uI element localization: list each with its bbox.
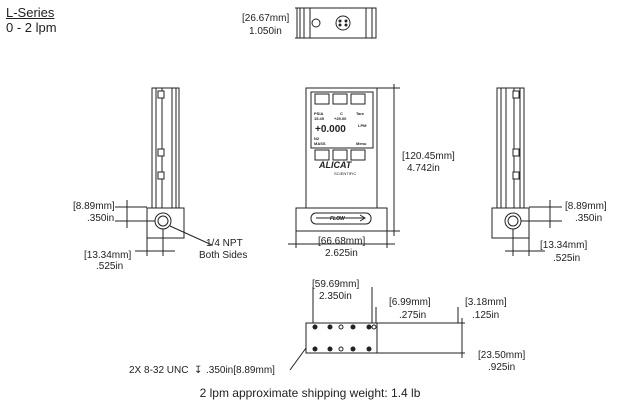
display-psia-label: PSIA <box>314 111 323 116</box>
base-span-mm: [59.69mm] <box>312 279 359 290</box>
right-side-view <box>491 87 562 256</box>
button-bottom-1[interactable] <box>314 149 330 161</box>
button-top-2[interactable] <box>332 93 348 105</box>
base-hole-in: .275in <box>399 310 426 321</box>
mount-hole-1 <box>338 324 344 330</box>
display-flow-value: +0.000 <box>315 124 346 135</box>
npt-note-line2: Both Sides <box>199 250 247 261</box>
right-port-in: .350in <box>575 213 602 224</box>
button-top-3[interactable] <box>350 93 366 105</box>
display-mode: MASS <box>314 141 326 146</box>
connector-icon <box>335 15 351 31</box>
top-view <box>295 7 377 39</box>
flow-range: 0 - 2 lpm <box>6 20 57 35</box>
left-port-mm: [8.89mm] <box>73 201 115 212</box>
display-unit: LPM <box>358 123 367 128</box>
base-edge-mm: [3.18mm] <box>465 297 507 308</box>
base-hole-mm: [6.99mm] <box>389 297 431 308</box>
series-header: L-Series 0 - 2 lpm <box>6 5 57 35</box>
left-side-view <box>115 87 213 256</box>
height-mm: [120.45mm] <box>402 151 455 162</box>
width-mm: [66.68mm] <box>318 236 365 247</box>
shipping-weight: 2 lpm approximate shipping weight: 1.4 l… <box>199 386 421 400</box>
button-top-1[interactable] <box>314 93 330 105</box>
display-readout: PSIA 15.45 C +25.00 Tare +0.000 LPM N2 M… <box>314 111 367 146</box>
button-bottom-3[interactable] <box>350 149 366 161</box>
mount-hole-2 <box>338 346 344 352</box>
brand-logo: ALICAT <box>318 160 353 170</box>
front-view <box>288 84 400 248</box>
depth-symbol-icon: ↧ <box>194 365 202 376</box>
right-low-mm: [13.34mm] <box>540 240 587 251</box>
thread-depth: .350in[8.89mm] <box>206 365 275 376</box>
thread-callout: 2X 8-32 UNC <box>129 365 188 376</box>
height-in: 4.742in <box>407 163 440 174</box>
display-menu: Menu <box>356 141 367 146</box>
display-gas: N2 <box>314 136 320 141</box>
base-depth-in: .925in <box>488 362 515 373</box>
display-psia-value: 15.45 <box>314 116 325 121</box>
left-low-in: .525in <box>96 261 123 272</box>
left-low-mm: [13.34mm] <box>84 250 131 261</box>
top-depth-mm: [26.67mm] <box>242 13 289 24</box>
base-span-in: 2.350in <box>319 291 352 302</box>
bottom-view <box>289 287 465 371</box>
width-in: 2.625in <box>325 248 358 259</box>
brand-sub: SCIENTIFIC <box>334 171 356 176</box>
right-low-in: .525in <box>553 253 580 264</box>
right-port-mm: [8.89mm] <box>565 201 607 212</box>
npt-note-line1: 1/4 NPT <box>206 238 243 249</box>
base-depth-mm: [23.50mm] <box>478 350 525 361</box>
top-view-port <box>311 18 321 28</box>
series-name: L-Series <box>6 5 55 20</box>
button-bottom-2[interactable] <box>332 149 348 161</box>
display-temp-value: +25.00 <box>334 116 347 121</box>
display-tare-label: Tare <box>356 111 365 116</box>
top-depth-in: 1.050in <box>249 26 282 37</box>
flow-label: FLOW <box>330 216 346 222</box>
left-port-in: .350in <box>87 213 114 224</box>
base-edge-in: .125in <box>472 310 499 321</box>
display-temp-label: C <box>340 111 343 116</box>
